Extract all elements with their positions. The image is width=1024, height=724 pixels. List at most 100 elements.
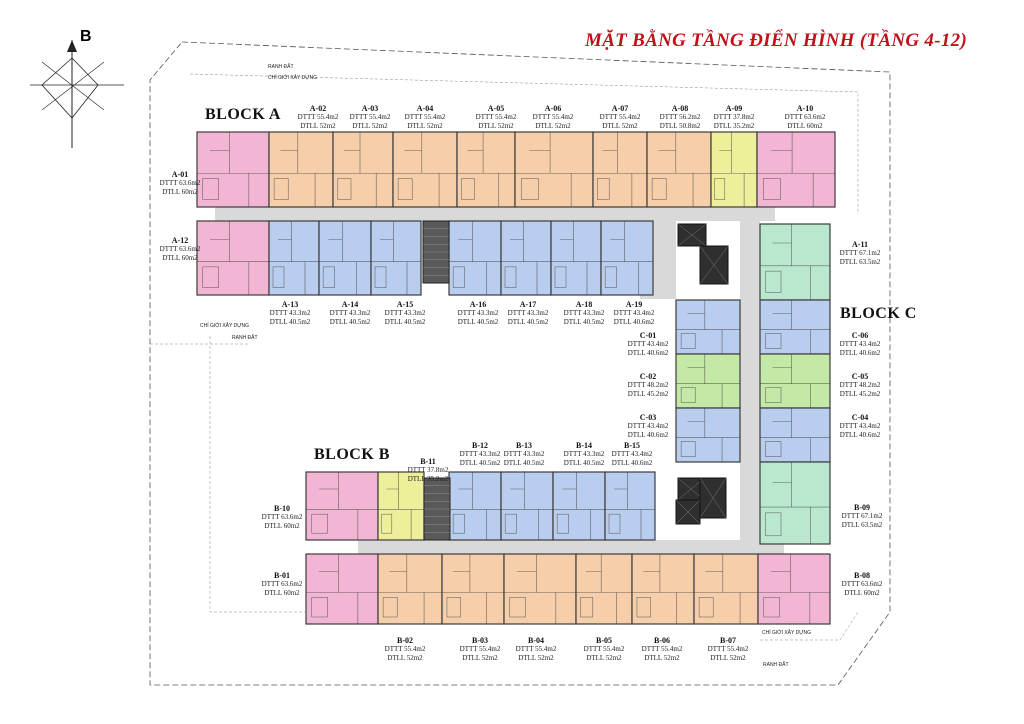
- unit-dttt-c-04: DTTT 43.4m2: [839, 422, 881, 430]
- stair-elevator-cores: [422, 220, 729, 541]
- compass-diamond: [41, 57, 99, 119]
- unit-code-b-15: B-15: [624, 441, 640, 450]
- unit-code-c-05: C-05: [851, 372, 869, 381]
- unit-dtll-b-08: DTLL 60m2: [844, 589, 880, 597]
- unit-dttt-a-07: DTTT 55.4m2: [599, 113, 641, 121]
- unit-walls-c-03: [676, 408, 740, 462]
- unit-dtll-a-05: DTLL 52m2: [478, 122, 514, 130]
- unit-dttt-b-02: DTTT 55.4m2: [384, 645, 426, 653]
- unit-code-a-05: A-05: [487, 104, 505, 113]
- unit-dtll-a-11: DTLL 63.5m2: [839, 258, 881, 266]
- block-b-label: BLOCK B: [314, 446, 390, 463]
- unit-dttt-a-10: DTTT 63.6m2: [784, 113, 826, 121]
- unit-bath-a-05: [461, 178, 475, 200]
- unit-b-02: [377, 553, 443, 625]
- unit-walls-a-15: [371, 221, 421, 295]
- unit-dtll-b-14: DTLL 40.5m2: [563, 459, 605, 467]
- unit-walls-a-02: [269, 132, 333, 207]
- unit-dttt-a-09: DTTT 37.8m2: [713, 113, 755, 121]
- unit-a-05: [456, 131, 516, 208]
- unit-a-03: [332, 131, 394, 208]
- unit-walls-a-04: [393, 132, 457, 207]
- unit-code-a-07: A-07: [611, 104, 629, 113]
- unit-dttt-b-13: DTTT 43.3m2: [503, 450, 545, 458]
- unit-dttt-a-13: DTTT 43.3m2: [269, 309, 311, 317]
- unit-walls-b-12: [449, 472, 501, 540]
- unit-b-03: [441, 553, 505, 625]
- unit-code-b-04: B-04: [528, 636, 544, 645]
- unit-code-a-12: A-12: [171, 236, 189, 245]
- unit-code-a-08: A-08: [671, 104, 689, 113]
- unit-code-c-01: C-01: [639, 331, 657, 340]
- unit-code-c-03: C-03: [639, 413, 657, 422]
- unit-c-05: [759, 353, 831, 409]
- unit-a-12: [196, 220, 270, 296]
- unit-code-a-18: A-18: [575, 300, 593, 309]
- unit-walls-a-19: [601, 221, 653, 295]
- unit-dttt-a-08: DTTT 56.2m2: [659, 113, 701, 121]
- unit-b-09: [759, 461, 831, 545]
- apartment-units: [196, 131, 836, 625]
- unit-walls-b-13: [501, 472, 553, 540]
- unit-walls-c-04: [760, 408, 830, 462]
- setback-line-bottom-left: [209, 336, 305, 613]
- unit-c-06: [759, 299, 831, 355]
- unit-walls-b-14: [553, 472, 605, 540]
- unit-walls-b-11: [378, 472, 424, 540]
- unit-a-09: [710, 131, 758, 208]
- unit-code-a-19: A-19: [625, 300, 643, 309]
- compass-north-label: B: [80, 28, 92, 45]
- unit-walls-b-08: [758, 554, 830, 624]
- unit-a-15: [370, 220, 422, 296]
- unit-walls-a-12: [197, 221, 269, 295]
- unit-walls-a-01: [197, 132, 269, 207]
- unit-walls-b-06: [632, 554, 694, 624]
- unit-bath-b-06: [636, 597, 651, 618]
- unit-a-16: [448, 220, 502, 296]
- unit-walls-c-06: [760, 300, 830, 354]
- unit-dttt-a-12: DTTT 63.6m2: [159, 245, 201, 253]
- unit-dttt-a-15: DTTT 43.3m2: [384, 309, 426, 317]
- unit-dttt-b-05: DTTT 55.4m2: [583, 645, 625, 653]
- unit-code-a-02: A-02: [309, 104, 327, 113]
- unit-code-b-07: B-07: [720, 636, 736, 645]
- setback-line-top: [189, 73, 859, 214]
- unit-dttt-a-02: DTTT 55.4m2: [297, 113, 339, 121]
- unit-dtll-c-03: DTLL 40.6m2: [627, 431, 669, 439]
- unit-bath-c-05: [765, 387, 782, 403]
- unit-walls-b-09: [760, 462, 830, 544]
- unit-a-10: [756, 131, 836, 208]
- site-note-ranh-dat-bottom: RANH ĐẤT: [763, 662, 789, 668]
- unit-dttt-a-11: DTTT 67.1m2: [839, 249, 881, 257]
- unit-a-07: [592, 131, 648, 208]
- site-note-chi-gioi-top: CHỈ GIỚI XÂY DỰNG: [268, 75, 318, 81]
- unit-dtll-b-09: DTLL 63.5m2: [841, 521, 883, 529]
- site-note-chi-gioi-left: CHỈ GIỚI XÂY DỰNG: [200, 323, 250, 329]
- unit-bath-b-01: [311, 597, 328, 618]
- unit-dtll-a-15: DTLL 40.5m2: [384, 318, 426, 326]
- unit-b-14: [552, 471, 606, 541]
- unit-b-13: [500, 471, 554, 541]
- unit-dtll-a-13: DTLL 40.5m2: [269, 318, 311, 326]
- unit-bath-a-18: [554, 266, 567, 288]
- block-c-label: BLOCK C: [840, 305, 917, 322]
- unit-bath-b-03: [446, 597, 461, 618]
- unit-c-01: [675, 299, 741, 355]
- unit-bath-a-07: [597, 178, 610, 200]
- unit-dtll-a-14: DTLL 40.5m2: [329, 318, 371, 326]
- unit-code-a-15: A-15: [396, 300, 414, 309]
- unit-dtll-a-17: DTLL 40.5m2: [507, 318, 549, 326]
- unit-dttt-b-11: DTTT 37.8m2: [407, 466, 449, 474]
- unit-code-b-11: B-11: [420, 457, 436, 466]
